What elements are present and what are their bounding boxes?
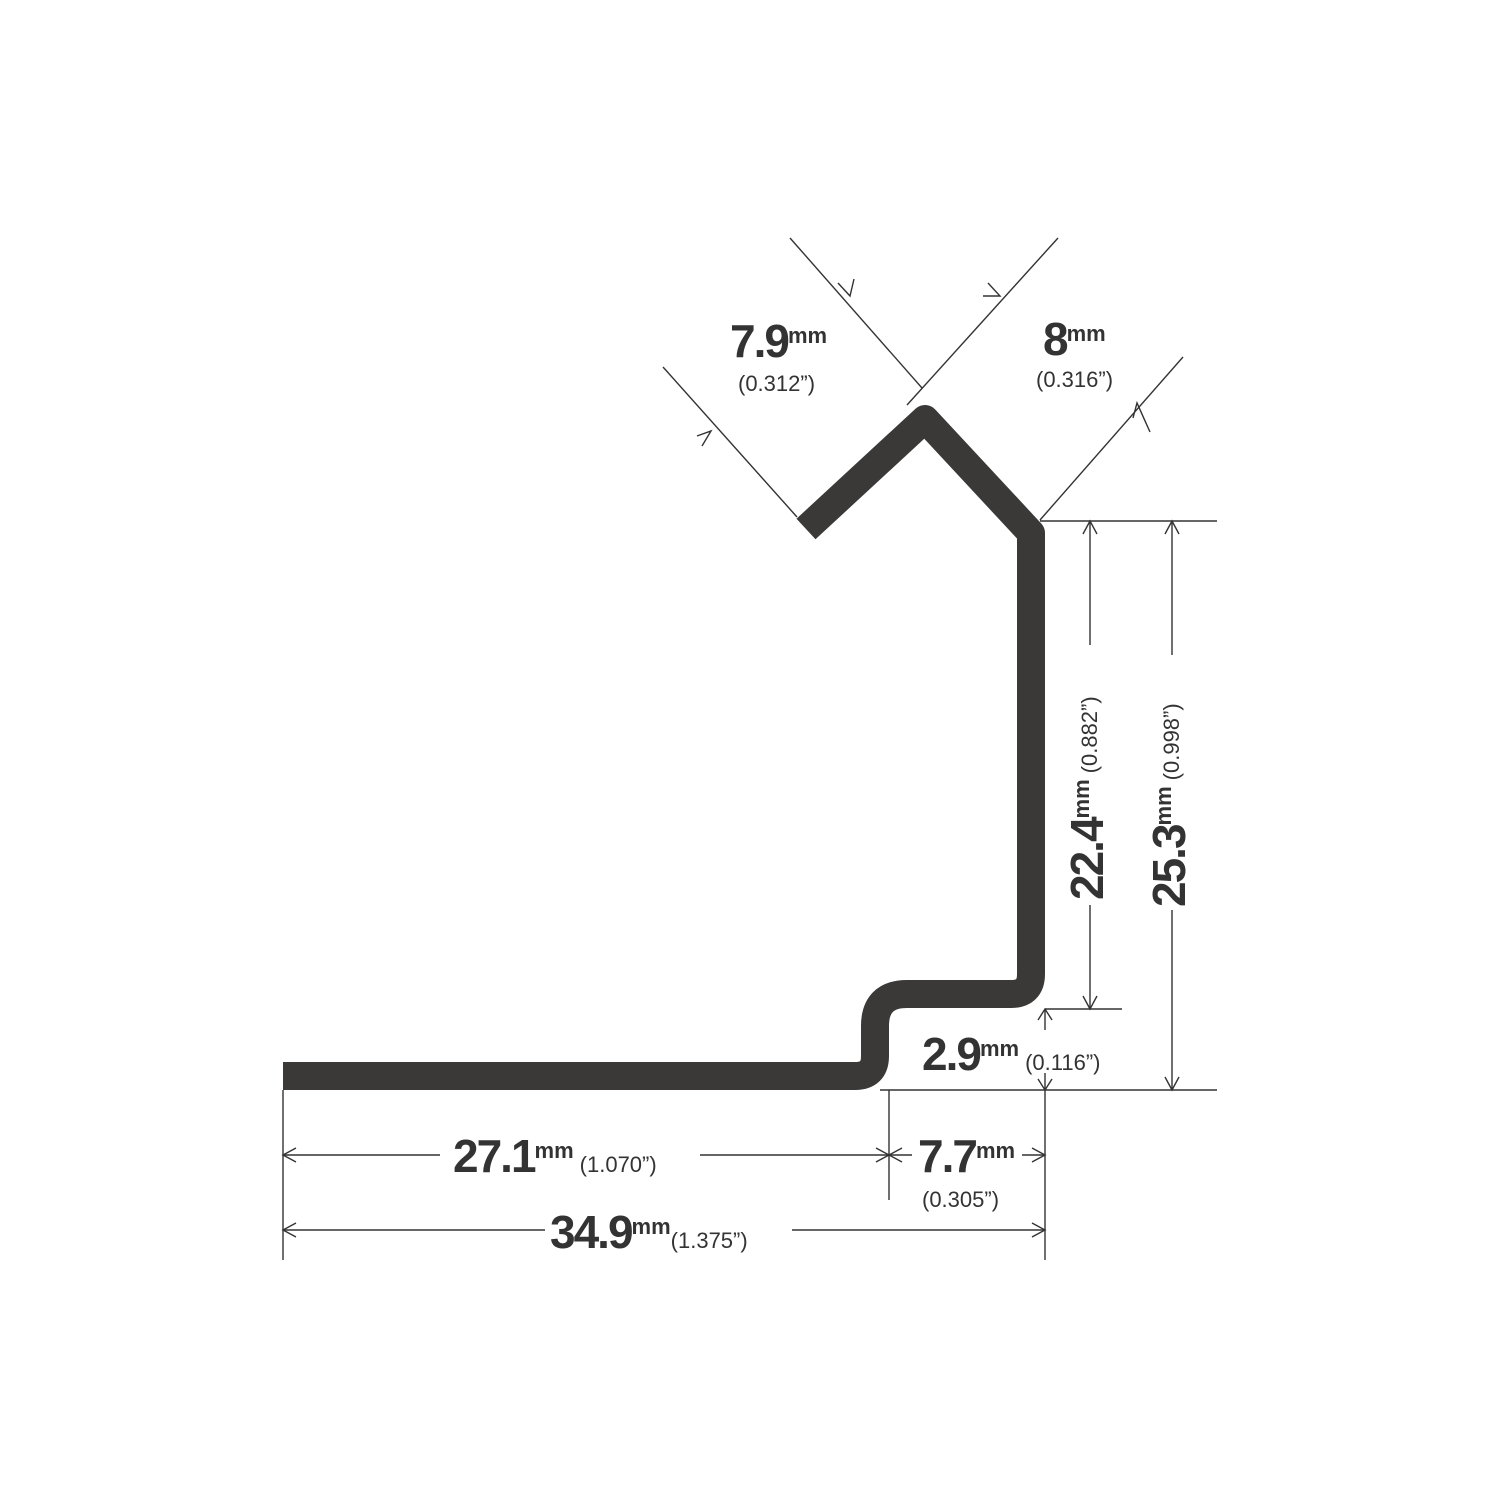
profile-shape — [283, 405, 1045, 1090]
step-height-dimension-line — [1037, 1007, 1053, 1260]
right-arm-dimension: 8mm — [1043, 313, 1106, 365]
step-width-dimension-line — [887, 1147, 1047, 1163]
left-arm-inch: (0.312”) — [738, 371, 815, 396]
left-arm-dimension: 7.9mm — [730, 315, 827, 367]
total-height-dimension-line — [1164, 519, 1180, 1092]
step-height-dimension: 2.9mm(0.116”) — [922, 1028, 1100, 1080]
total-width-dimension-line — [281, 1222, 1047, 1238]
right-extension-lines — [880, 520, 1217, 1091]
right-arm-inch: (0.316”) — [1036, 367, 1113, 392]
bottom-extension-lines — [282, 1090, 890, 1260]
total-height-dimension: 25.3mm(0.998”) — [1143, 703, 1195, 907]
total-width-dimension: 34.9mm(1.375”) — [550, 1206, 748, 1258]
step-width-inch: (0.305”) — [922, 1187, 999, 1212]
step-width-dimension: 7.7mm — [918, 1130, 1015, 1182]
top-arrows — [696, 278, 1151, 447]
inner-height-dimension-line — [1082, 519, 1098, 1011]
flange-width-dimension: 27.1mm(1.070”) — [453, 1130, 657, 1182]
inner-height-dimension: 22.4mm(0.882”) — [1061, 696, 1113, 900]
top-extension-lines — [662, 237, 1184, 521]
